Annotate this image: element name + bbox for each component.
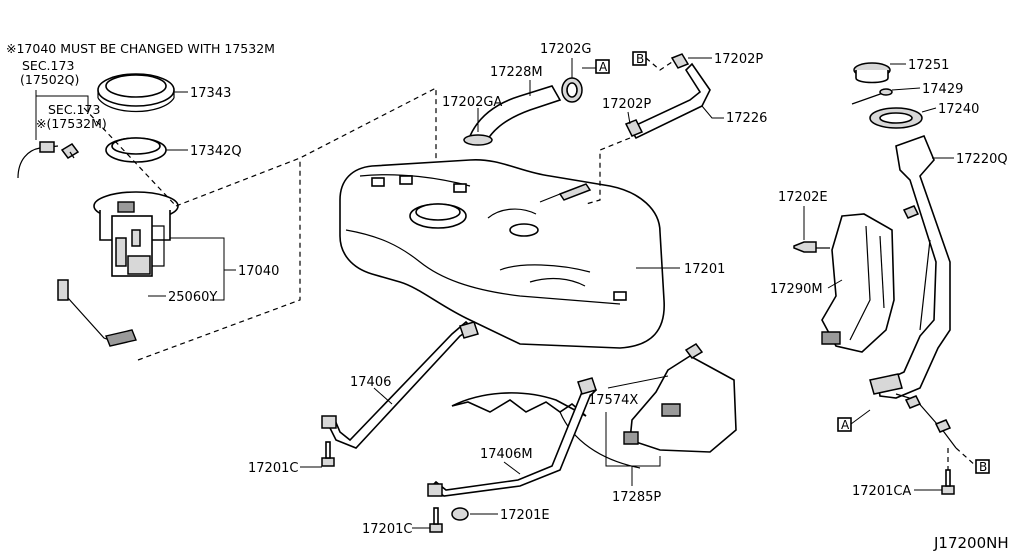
dash-vent-to-tank bbox=[585, 137, 631, 205]
fuel-tank-17201 bbox=[339, 159, 665, 349]
label-17406: 17406 bbox=[350, 375, 391, 390]
dash-pump-to-tank-top bbox=[175, 87, 437, 228]
diagram-reference: J17200NH bbox=[933, 534, 1009, 552]
connector-a-top-box bbox=[595, 59, 610, 74]
label-17251: 17251 bbox=[908, 58, 949, 73]
bolt-17201ca bbox=[941, 469, 955, 495]
note-17532m: ※(17532M) bbox=[36, 116, 107, 131]
fuel-level-sender-25060y bbox=[57, 279, 137, 347]
lead-17574x-a bbox=[607, 375, 669, 389]
dash-b-top bbox=[645, 57, 673, 71]
retainer-ring-17343 bbox=[97, 73, 175, 113]
label-17202p-mid: 17202P bbox=[602, 97, 651, 112]
connector-b-right-box bbox=[975, 459, 990, 474]
sec173-bracket bbox=[35, 90, 89, 112]
lead-17240 bbox=[921, 107, 937, 113]
connector-a-top: A bbox=[599, 60, 608, 74]
connector-b-right: B bbox=[979, 460, 987, 474]
lead-17285p-bracket bbox=[605, 412, 661, 467]
connector-b-top: B bbox=[636, 52, 644, 66]
note-sec173-a: SEC.173 bbox=[22, 58, 74, 73]
heat-shield bbox=[451, 392, 641, 469]
label-17429: 17429 bbox=[922, 82, 963, 97]
label-17226: 17226 bbox=[726, 111, 767, 126]
bolt-17201c-b bbox=[429, 507, 443, 533]
note-17502q: (17502Q) bbox=[20, 72, 79, 87]
connector-a-right: A bbox=[841, 418, 850, 432]
label-17406m: 17406M bbox=[480, 447, 533, 462]
connector-a-right-box bbox=[837, 417, 852, 432]
label-17202g: 17202G bbox=[540, 42, 591, 57]
bracket-17290m bbox=[821, 213, 895, 353]
filler-tube-17220q bbox=[869, 134, 957, 449]
dash-pump-axis bbox=[83, 107, 177, 207]
label-17220q: 17220Q bbox=[956, 152, 1008, 167]
filler-cap-17251 bbox=[853, 62, 891, 84]
dash-b-right bbox=[955, 447, 977, 467]
tank-strap-17406 bbox=[321, 320, 479, 449]
fuel-pump-assembly-17040 bbox=[93, 191, 179, 277]
lead-17429 bbox=[891, 87, 921, 91]
note-sec173-b: SEC.173 bbox=[48, 102, 100, 117]
label-17201ca: 17201CA bbox=[852, 484, 911, 499]
label-17202ga: 17202GA bbox=[442, 95, 502, 110]
label-17290m: 17290M bbox=[770, 282, 823, 297]
filler-seal-17240 bbox=[869, 107, 923, 129]
clip-17202e bbox=[793, 241, 830, 253]
label-17342q: 17342Q bbox=[190, 144, 242, 159]
lead-17406m bbox=[503, 461, 521, 475]
filler-hose-17228m bbox=[468, 85, 562, 143]
dash-pump-to-tank-bottom bbox=[137, 158, 301, 361]
bolt-17201c-a bbox=[321, 441, 335, 467]
label-17202e: 17202E bbox=[778, 190, 828, 205]
lead-17040-bracket bbox=[170, 237, 225, 301]
label-17201: 17201 bbox=[684, 262, 725, 277]
fuel-line-connector-left bbox=[17, 141, 80, 179]
hose-clamp-17202g bbox=[561, 77, 583, 103]
note-must-change: ※17040 MUST BE CHANGED WITH 17532M bbox=[6, 41, 275, 56]
hose-clamp-17202ga bbox=[463, 134, 493, 146]
label-17240: 17240 bbox=[938, 102, 979, 117]
lead-17226 bbox=[701, 105, 724, 119]
label-17228m: 17228M bbox=[490, 65, 543, 80]
label-17201c-b: 17201C bbox=[362, 522, 412, 537]
label-17201c-a: 17201C bbox=[248, 461, 298, 476]
lead-17290m bbox=[827, 279, 843, 289]
lead-connector-a-right bbox=[850, 409, 871, 425]
label-17574x: 17574X bbox=[588, 393, 638, 408]
nut-17201e bbox=[451, 507, 469, 521]
lead-17406 bbox=[373, 387, 393, 405]
vent-hose-17226 bbox=[624, 53, 711, 140]
label-17040: 17040 bbox=[238, 264, 279, 279]
tank-strap-17406m bbox=[427, 377, 598, 497]
label-17202p-top: 17202P bbox=[714, 52, 763, 67]
label-17201e: 17201E bbox=[500, 508, 550, 523]
label-17285p: 17285P bbox=[612, 490, 661, 505]
label-17343: 17343 bbox=[190, 86, 231, 101]
tether-17429 bbox=[851, 88, 893, 105]
tank-protector-17285p bbox=[623, 343, 737, 453]
label-25060y: 25060Y bbox=[168, 290, 217, 305]
lead-17202p-mid bbox=[627, 111, 631, 125]
